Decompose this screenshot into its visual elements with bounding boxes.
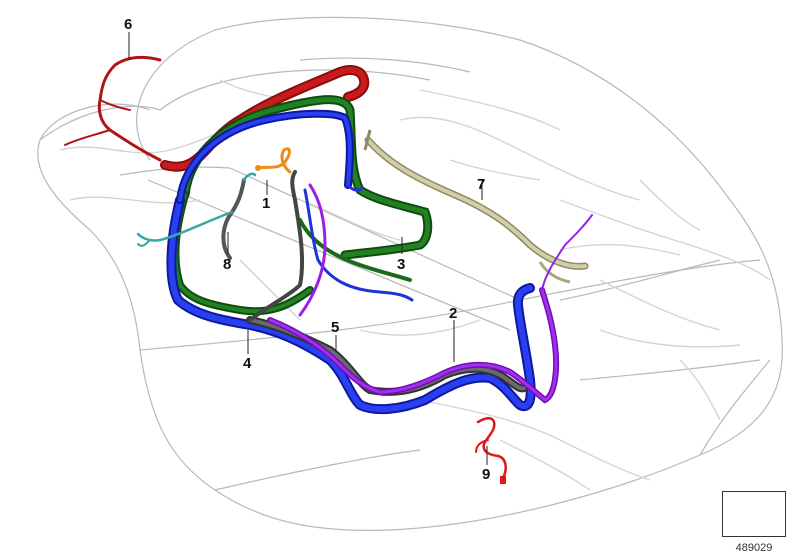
reference-box: [722, 491, 786, 537]
car-body-outline: [37, 16, 783, 531]
callout-9: 9: [482, 466, 491, 483]
callout-1: 1: [262, 195, 271, 212]
reference-number: 489029: [735, 542, 773, 554]
harness-4: [166, 109, 536, 415]
harness-7: [363, 129, 589, 284]
callout-6: 6: [124, 16, 133, 33]
callout-leader-lines: [128, 32, 488, 465]
callout-4: 4: [243, 355, 252, 372]
background-wiring: [59, 79, 771, 491]
harness-1: [255, 147, 292, 174]
callout-8: 8: [223, 256, 232, 273]
harness-9: [475, 417, 507, 484]
callout-3: 3: [397, 256, 406, 273]
harness-5: [267, 183, 593, 404]
callout-2: 2: [449, 305, 458, 322]
callout-7: 7: [477, 176, 486, 193]
callout-5: 5: [331, 319, 340, 336]
harness-8: [136, 172, 257, 260]
